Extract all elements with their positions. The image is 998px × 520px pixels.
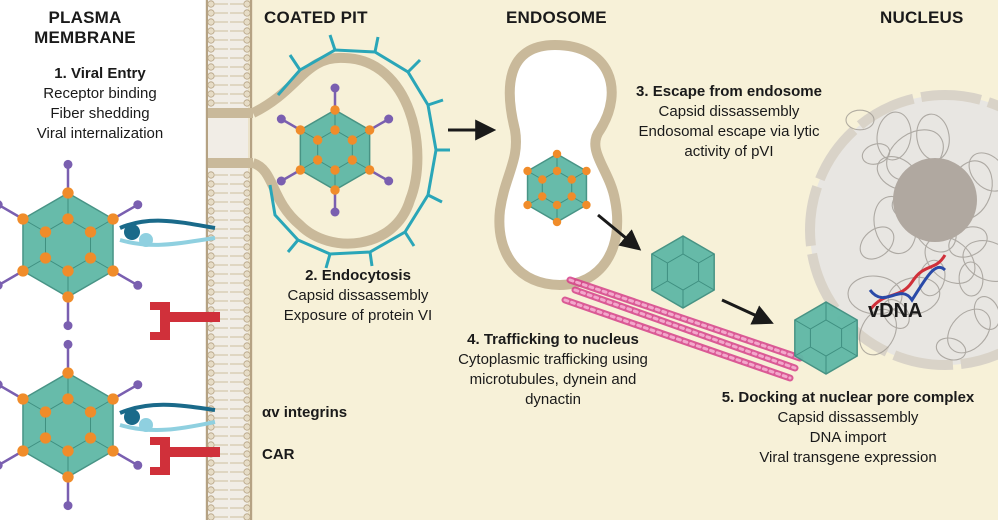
nucleolus	[893, 158, 977, 242]
step-2-text: 2. Endocytosis Capsid dissassembly Expos…	[258, 266, 458, 326]
step-2-line-2: Exposure of protein VI	[283, 307, 433, 324]
integrin-bottom	[119, 402, 216, 432]
step-1-line-2: Fiber shedding	[50, 105, 150, 122]
step-5-line-1: Capsid dissassembly	[777, 409, 919, 426]
virus-capsid-coated-pit	[276, 83, 394, 217]
step-2-line-1: Capsid dissassembly	[287, 287, 429, 304]
label-car: CAR	[262, 446, 295, 463]
step-1-title: 1. Viral Entry	[54, 65, 146, 82]
step-1-line-1: Receptor binding	[43, 85, 157, 102]
arrow-to-nuclear-pore	[721, 298, 774, 325]
virus-capsid-entry-top	[0, 159, 143, 331]
step-5-title: 5. Docking at nuclear pore complex	[721, 389, 975, 406]
label-av-integrins: αv integrins	[262, 404, 348, 421]
step-2-title: 2. Endocytosis	[305, 267, 411, 284]
clathrin-coat	[268, 48, 438, 256]
step-1-text: 1. Viral Entry Receptor binding Fiber sh…	[10, 64, 190, 144]
arrow-endosome-to-cytoplasm	[597, 213, 642, 251]
step-3-line-1: Capsid dissassembly	[658, 103, 800, 120]
car-receptor-top	[150, 302, 220, 340]
step-4-line-3: dynactin	[525, 391, 581, 408]
nucleus	[805, 90, 998, 370]
virus-capsid-nuclear-pore	[794, 301, 858, 375]
heading-plasma-membrane-line-1: PLASMA	[48, 8, 122, 27]
step-3-title: 3. Escape from endosome	[636, 83, 822, 100]
integrin-top	[119, 218, 216, 247]
step-3-text: 3. Escape from endosome Capsid dissassem…	[618, 82, 840, 162]
vdna-helix	[868, 254, 947, 311]
plasma-membrane	[205, 0, 253, 520]
car-receptor-bottom	[150, 437, 220, 475]
step-5-line-3: Viral transgene expression	[759, 449, 937, 466]
step-5-line-2: DNA import	[809, 429, 887, 446]
heading-endosome: ENDOSOME	[506, 8, 607, 27]
heading-plasma-membrane: PLASMA MEMBRANE	[10, 8, 160, 48]
label-vdna: vDNA	[868, 300, 923, 322]
step-5-text: 5. Docking at nuclear pore complex Capsi…	[706, 388, 990, 468]
step-4-line-1: Cytoplasmic trafficking using	[458, 351, 648, 368]
step-3-line-3: activity of pVI	[684, 143, 774, 160]
virus-capsid-cytoplasm	[651, 235, 715, 309]
virus-capsid-endosome	[523, 149, 591, 227]
heading-coated-pit: COATED PIT	[264, 8, 368, 27]
heading-nucleus: NUCLEUS	[880, 8, 964, 27]
step-4-line-2: microtubules, dynein and	[469, 371, 637, 388]
step-3-line-2: Endosomal escape via lytic	[638, 123, 820, 140]
virus-capsid-entry-bottom	[0, 339, 143, 511]
step-4-text: 4. Trafficking to nucleus Cytoplasmic tr…	[446, 330, 660, 410]
step-4-title: 4. Trafficking to nucleus	[467, 331, 639, 348]
heading-plasma-membrane-line-2: MEMBRANE	[34, 28, 136, 47]
step-1-line-3: Viral internalization	[36, 125, 164, 142]
microtubules	[561, 276, 804, 382]
